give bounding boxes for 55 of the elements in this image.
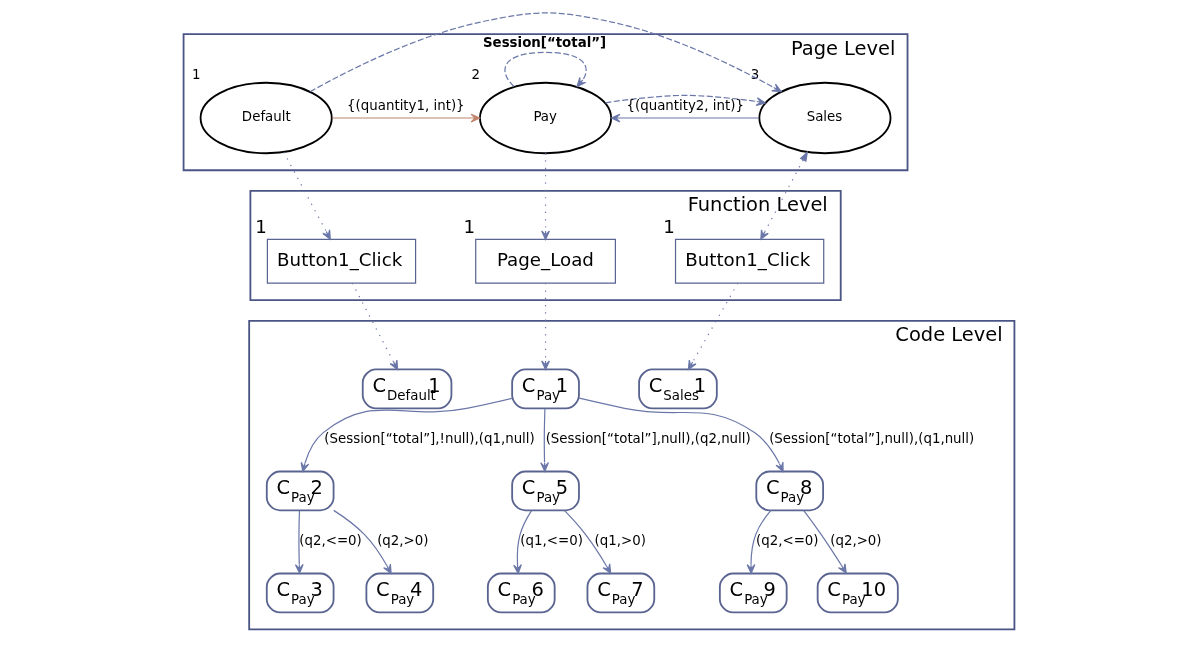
arrow <box>300 397 512 473</box>
arrow <box>610 113 760 123</box>
node-box: Button1_Click <box>266 238 416 284</box>
node-box: C$_{Pay}$10 <box>816 572 899 614</box>
node-ellipse: Pay <box>478 81 612 155</box>
edge-label: (q2,<=0) <box>755 533 819 549</box>
node-label: 1 <box>254 216 267 238</box>
node-box: C$_{Sales}$1 <box>637 368 718 410</box>
edge-label: (Session[“total”],!null),(q1,null) <box>323 431 535 447</box>
node-box: C$_{Pay}$4 <box>364 572 434 614</box>
arrow <box>540 152 550 241</box>
node-label: 1 <box>191 66 201 82</box>
arrow <box>759 150 808 240</box>
arrow <box>687 282 738 371</box>
arrow <box>512 510 532 574</box>
node-box: C$_{Pay}$5 <box>510 470 580 512</box>
arrow <box>802 509 847 574</box>
edge-label: (q2,<=0) <box>298 533 362 549</box>
arrow <box>563 509 611 574</box>
node-box: C$_{Pay}$8 <box>754 470 824 512</box>
node-label: 3 <box>750 66 759 82</box>
node-box: C$_{Pay}$9 <box>718 572 788 614</box>
node-label: 2 <box>470 66 480 82</box>
edge-label: Session[“total”] <box>482 35 606 51</box>
edge-label: (Session[“total”],null),(q2,null) <box>545 431 751 447</box>
arrow <box>540 282 550 371</box>
node-box: C$_{Pay}$3 <box>265 572 334 614</box>
edge-label: (Session[“total”],null),(q1,null) <box>768 431 974 447</box>
edge-label: (q2,>0) <box>376 533 428 549</box>
node-box: C$_{Pay}$6 <box>486 572 556 614</box>
edge-label: (q1,>0) <box>594 533 646 549</box>
edge-label: {(quantity1, int)} <box>346 98 465 114</box>
node-box: Button1_Click <box>674 238 824 284</box>
arrow <box>330 113 480 123</box>
arrow <box>282 151 331 240</box>
arrow <box>604 94 766 106</box>
node-box: Page_Load <box>474 238 616 284</box>
node-label: 1 <box>463 216 475 238</box>
node-ellipse: Default <box>199 81 333 155</box>
edge-label: {(quantity2, int)} <box>625 98 744 114</box>
node-label: 1 <box>662 216 675 238</box>
arrow <box>309 12 782 93</box>
node-box: C$_{Pay}$1 <box>510 368 580 410</box>
arrow <box>351 282 398 371</box>
node-box: C$_{Pay}$7 <box>586 572 655 614</box>
edge-label: (q2,>0) <box>829 533 882 549</box>
arrow <box>294 510 304 574</box>
arrow <box>503 51 587 88</box>
edge-label: (q1,<=0) <box>519 533 583 549</box>
node-box: C$_{Default}$1 <box>361 368 452 410</box>
arrow <box>578 397 784 472</box>
arrow <box>539 408 549 472</box>
arrow <box>332 509 392 574</box>
arrow <box>746 509 771 574</box>
node-box: C$_{Pay}$2 <box>265 470 334 512</box>
